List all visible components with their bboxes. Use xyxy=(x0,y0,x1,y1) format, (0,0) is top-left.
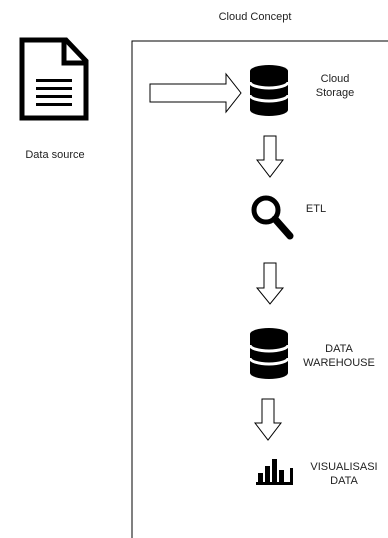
cloud-boundary xyxy=(131,40,388,538)
cloud-storage-label: Cloud Storage xyxy=(300,72,370,100)
data-warehouse-label-line2: WAREHOUSE xyxy=(303,357,375,369)
data-warehouse-label: DATA WAREHOUSE xyxy=(294,342,384,370)
bar-chart-icon xyxy=(256,459,293,485)
cloud-storage-label-line1: Cloud xyxy=(320,73,350,85)
data-warehouse-label-line1: DATA xyxy=(325,343,353,355)
visualisasi-label-line2: DATA xyxy=(330,475,358,487)
arrow-down-3 xyxy=(253,398,283,441)
magnifier-icon xyxy=(251,195,294,240)
document-icon xyxy=(19,37,89,121)
visualisasi-label-line1: VISUALISASI xyxy=(310,461,378,473)
database-icon-warehouse xyxy=(248,328,290,379)
arrow-right xyxy=(149,72,242,114)
arrow-down-2 xyxy=(255,262,285,305)
etl-label: ETL xyxy=(305,203,327,215)
visualisasi-label: VISUALISASI DATA xyxy=(304,460,384,488)
database-icon xyxy=(248,65,290,116)
data-source-label: Data source xyxy=(25,149,85,161)
diagram-title: Cloud Concept xyxy=(218,11,292,23)
arrow-down-1 xyxy=(255,135,285,178)
cloud-storage-label-line2: Storage xyxy=(315,87,355,99)
